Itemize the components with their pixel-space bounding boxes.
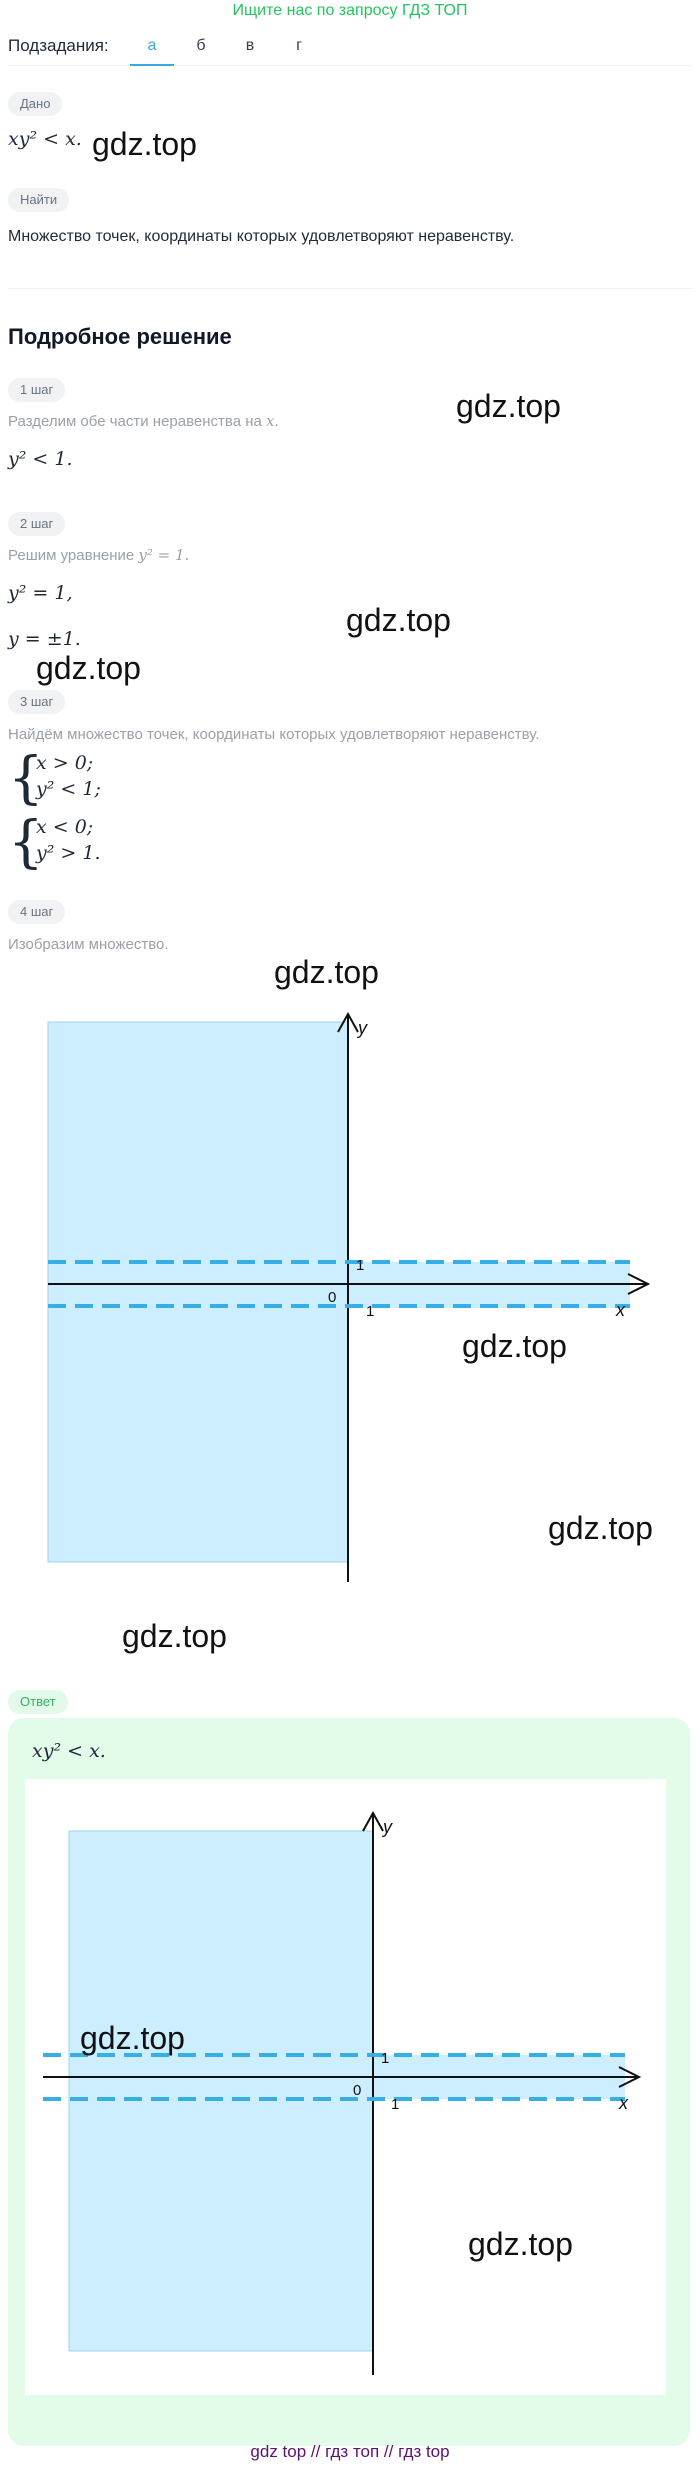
brace-icon: { xyxy=(8,810,44,875)
answer-graph: y x 0 1 1 xyxy=(43,1810,642,2375)
answer-label: Ответ xyxy=(8,1690,68,1714)
step-1-text: Разделим обе части неравенства на x. xyxy=(8,412,279,430)
watermark: gdz.top xyxy=(122,1618,227,1654)
watermark: gdz.top xyxy=(346,602,451,638)
given-expression: xy² < x. xyxy=(8,128,82,150)
answer-expression: xy² < x. xyxy=(32,1740,106,1762)
tab-g[interactable]: г xyxy=(296,37,302,54)
given-label: Дано xyxy=(8,92,63,116)
system-1: { x > 0; y² < 1; xyxy=(8,746,208,812)
left-region xyxy=(47,1021,349,1563)
step-3-text: Найдём множество точек, координаты котор… xyxy=(8,726,540,743)
watermark: gdz.top xyxy=(274,954,379,990)
find-text: Множество точек, координаты которых удов… xyxy=(8,228,515,245)
system-2-line-1: x < 0; xyxy=(36,816,94,838)
tab-v[interactable]: в xyxy=(245,37,255,54)
find-label: Найти xyxy=(8,188,70,212)
watermark: gdz.top xyxy=(92,126,197,162)
watermark: gdz.top xyxy=(468,2226,573,2262)
step-1-result: y² < 1. xyxy=(8,448,73,470)
step-4-label: 4 шаг xyxy=(8,900,66,924)
origin-label: 0 xyxy=(328,1289,336,1306)
section-divider xyxy=(8,288,692,289)
subtask-tabs: Подзадания: а б в г xyxy=(8,32,692,66)
watermark: gdz.top xyxy=(548,1510,653,1546)
x-arrow-icon xyxy=(627,1273,651,1295)
watermark: gdz.top xyxy=(36,650,141,686)
step-3-label: 3 шаг xyxy=(8,690,66,714)
tick-y-1: 1 xyxy=(356,1257,364,1274)
answer-tick-x-1: 1 xyxy=(391,2096,399,2113)
x-axis-label: x xyxy=(615,1300,626,1320)
answer-origin-label: 0 xyxy=(353,2082,361,2099)
tab-b[interactable]: б xyxy=(196,37,206,54)
step-2-line-2: y = ±1. xyxy=(8,628,81,650)
tick-x-1: 1 xyxy=(366,1303,374,1320)
answer-left-region xyxy=(68,1830,374,2352)
tabs-label: Подзадания: xyxy=(8,36,109,55)
watermark: gdz.top xyxy=(456,388,561,424)
watermark: gdz.top xyxy=(462,1328,567,1364)
footer-links[interactable]: gdz top // гдз топ // гдз top xyxy=(250,2442,450,2461)
step-4-text: Изобразим множество. xyxy=(8,936,169,953)
set-graph: y x 0 1 1 xyxy=(47,1011,651,1582)
solution-heading: Подробное решение xyxy=(8,324,232,349)
y-axis-label: y xyxy=(356,1018,368,1038)
step-2-line-1: y² = 1, xyxy=(8,582,73,604)
answer-x-arrow-icon xyxy=(618,2066,642,2088)
answer-y-arrow-icon xyxy=(362,1810,384,1832)
answer-y-axis-label: y xyxy=(381,1817,393,1837)
system-2-line-2: y² > 1. xyxy=(36,842,101,864)
brace-icon: { xyxy=(8,746,44,811)
step-1-label: 1 шаг xyxy=(8,378,66,402)
watermark: gdz.top xyxy=(80,2020,185,2056)
search-banner: Ищите нас по запросу ГДЗ ТОП xyxy=(232,2,468,19)
system-1-line-2: y² < 1; xyxy=(36,778,101,800)
system-1-line-1: x > 0; xyxy=(36,752,94,774)
step-2-text: Решим уравнение y² = 1. xyxy=(8,546,190,564)
answer-tick-y-1: 1 xyxy=(381,2050,389,2067)
answer-x-axis-label: x xyxy=(618,2093,629,2113)
y-arrow-icon xyxy=(337,1011,359,1033)
tab-a[interactable]: а xyxy=(130,32,174,66)
system-2: { x < 0; y² > 1. xyxy=(8,810,208,876)
step-2-label: 2 шаг xyxy=(8,512,66,536)
